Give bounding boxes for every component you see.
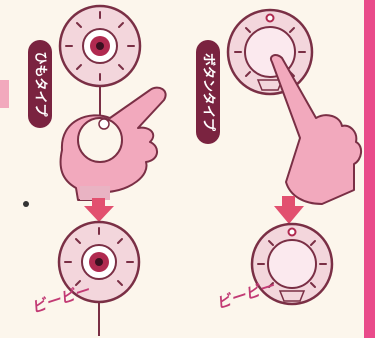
alarm-button	[267, 239, 317, 289]
alarm-led	[287, 227, 297, 237]
hand-pressing-button	[270, 54, 362, 205]
alarm-speaker-notch	[278, 290, 306, 302]
string-alarm-after	[57, 220, 141, 336]
alarm-eye-center	[96, 42, 104, 50]
hand-shape	[270, 54, 362, 205]
left-down-arrow	[84, 198, 114, 222]
alarm-tick-marks	[64, 227, 134, 286]
alarm-led	[265, 13, 275, 23]
string-type-tag: ひもタイプ	[28, 40, 52, 128]
left-edge-tab	[0, 80, 9, 108]
wrist-cuff	[80, 186, 110, 200]
right-edge-bar	[364, 0, 375, 338]
alarm-tick-marks	[257, 240, 327, 288]
hand-pulling-ring	[59, 86, 167, 201]
ring-knot	[98, 118, 110, 130]
left-panel-string-type: ひもタイプ	[28, 4, 167, 336]
string-type-label: ひもタイプ	[33, 51, 48, 117]
button-alarm-before	[226, 8, 314, 96]
left-edge-dot	[23, 201, 29, 207]
right-down-arrow	[274, 196, 304, 224]
string-alarm-before	[58, 4, 142, 118]
button-type-label: ボタンタイプ	[201, 53, 217, 132]
button-alarm-after	[250, 222, 334, 306]
alarm-tick-marks	[65, 11, 135, 81]
string-type-tag-bg	[28, 40, 52, 128]
alarm-eye-center	[95, 258, 103, 266]
alarm-speaker-notch	[256, 79, 284, 91]
pull-ring	[77, 117, 123, 163]
button-type-tag-bg	[196, 40, 220, 144]
right-panel-button-type: ボタンタイプ	[196, 8, 362, 313]
button-type-tag: ボタンタイプ	[196, 40, 220, 144]
